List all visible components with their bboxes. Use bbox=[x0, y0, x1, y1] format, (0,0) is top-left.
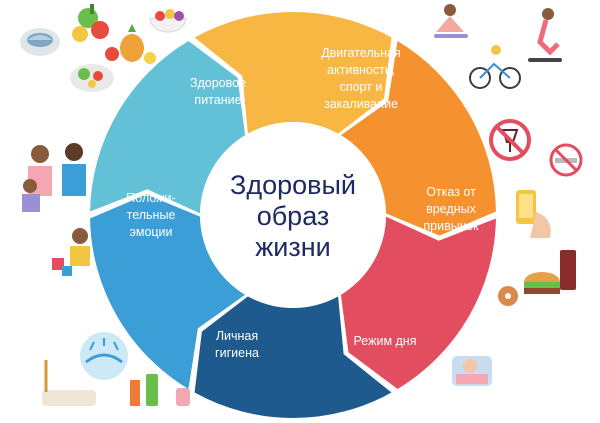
fruit-basket-icon bbox=[105, 24, 156, 64]
segment-emotions bbox=[90, 41, 246, 214]
segment-label-habits: Отказ от вредных привычек bbox=[423, 185, 479, 233]
svg-text:эмоции: эмоции bbox=[129, 225, 172, 239]
no-smoking-icon bbox=[549, 143, 583, 177]
svg-text:вредных: вредных bbox=[426, 202, 476, 216]
segment-label-nutrition: Здоровое питание bbox=[190, 76, 246, 107]
food-plate-icon bbox=[20, 28, 60, 56]
no-alcohol-icon bbox=[489, 119, 531, 161]
svg-text:питание: питание bbox=[194, 93, 241, 107]
child-playing-icon bbox=[52, 228, 90, 276]
segment-label-activity: Двигательная активность, спорт и закалив… bbox=[321, 46, 401, 111]
cyclist-icon bbox=[469, 45, 521, 89]
segment-label-emotions: Положи- тельные эмоции bbox=[126, 191, 175, 239]
segment-label-hygiene: Личная гигиена bbox=[215, 329, 259, 360]
segment-hygiene bbox=[90, 194, 246, 389]
svg-text:Режим дня: Режим дня bbox=[354, 334, 417, 348]
phone-hand-icon bbox=[516, 190, 551, 238]
ring-segments bbox=[90, 11, 496, 419]
center-circle bbox=[200, 122, 386, 308]
segment-activity bbox=[340, 41, 496, 236]
center-title-line-3: жизни bbox=[255, 232, 331, 262]
segment-label-routine: Режим дня bbox=[354, 334, 417, 348]
svg-text:тельные: тельные bbox=[127, 208, 176, 222]
svg-text:Положи-: Положи- bbox=[126, 191, 175, 205]
svg-text:привычек: привычек bbox=[423, 219, 479, 233]
vegetables-icon bbox=[72, 4, 109, 42]
svg-text:Отказ от: Отказ от bbox=[426, 185, 476, 199]
salad-icon bbox=[70, 64, 114, 92]
sleeping-person-icon bbox=[452, 356, 492, 386]
fast-food-icon bbox=[498, 250, 576, 306]
svg-text:закаливание: закаливание bbox=[324, 97, 398, 111]
segment-habits bbox=[340, 216, 496, 389]
svg-text:активность,: активность, bbox=[327, 63, 395, 77]
family-icon bbox=[22, 143, 86, 212]
svg-text:Двигательная: Двигательная bbox=[321, 46, 401, 60]
center-title-line-1: Здоровый bbox=[230, 170, 356, 200]
svg-text:спорт и: спорт и bbox=[340, 80, 383, 94]
center-title: Здоровый образ жизни bbox=[230, 170, 356, 262]
fruit-bowl-icon bbox=[149, 9, 187, 33]
svg-text:Личная: Личная bbox=[216, 329, 258, 343]
segment-routine bbox=[194, 296, 392, 419]
svg-text:Здоровое: Здоровое bbox=[190, 76, 246, 90]
bathroom-icon bbox=[42, 360, 190, 406]
center-title-line-2: образ bbox=[257, 201, 330, 231]
hand-washing-icon bbox=[80, 332, 128, 380]
segment-nutrition bbox=[194, 11, 392, 134]
skateboarder-icon bbox=[528, 8, 562, 62]
svg-text:гигиена: гигиена bbox=[215, 346, 259, 360]
yoga-icon bbox=[434, 4, 468, 38]
